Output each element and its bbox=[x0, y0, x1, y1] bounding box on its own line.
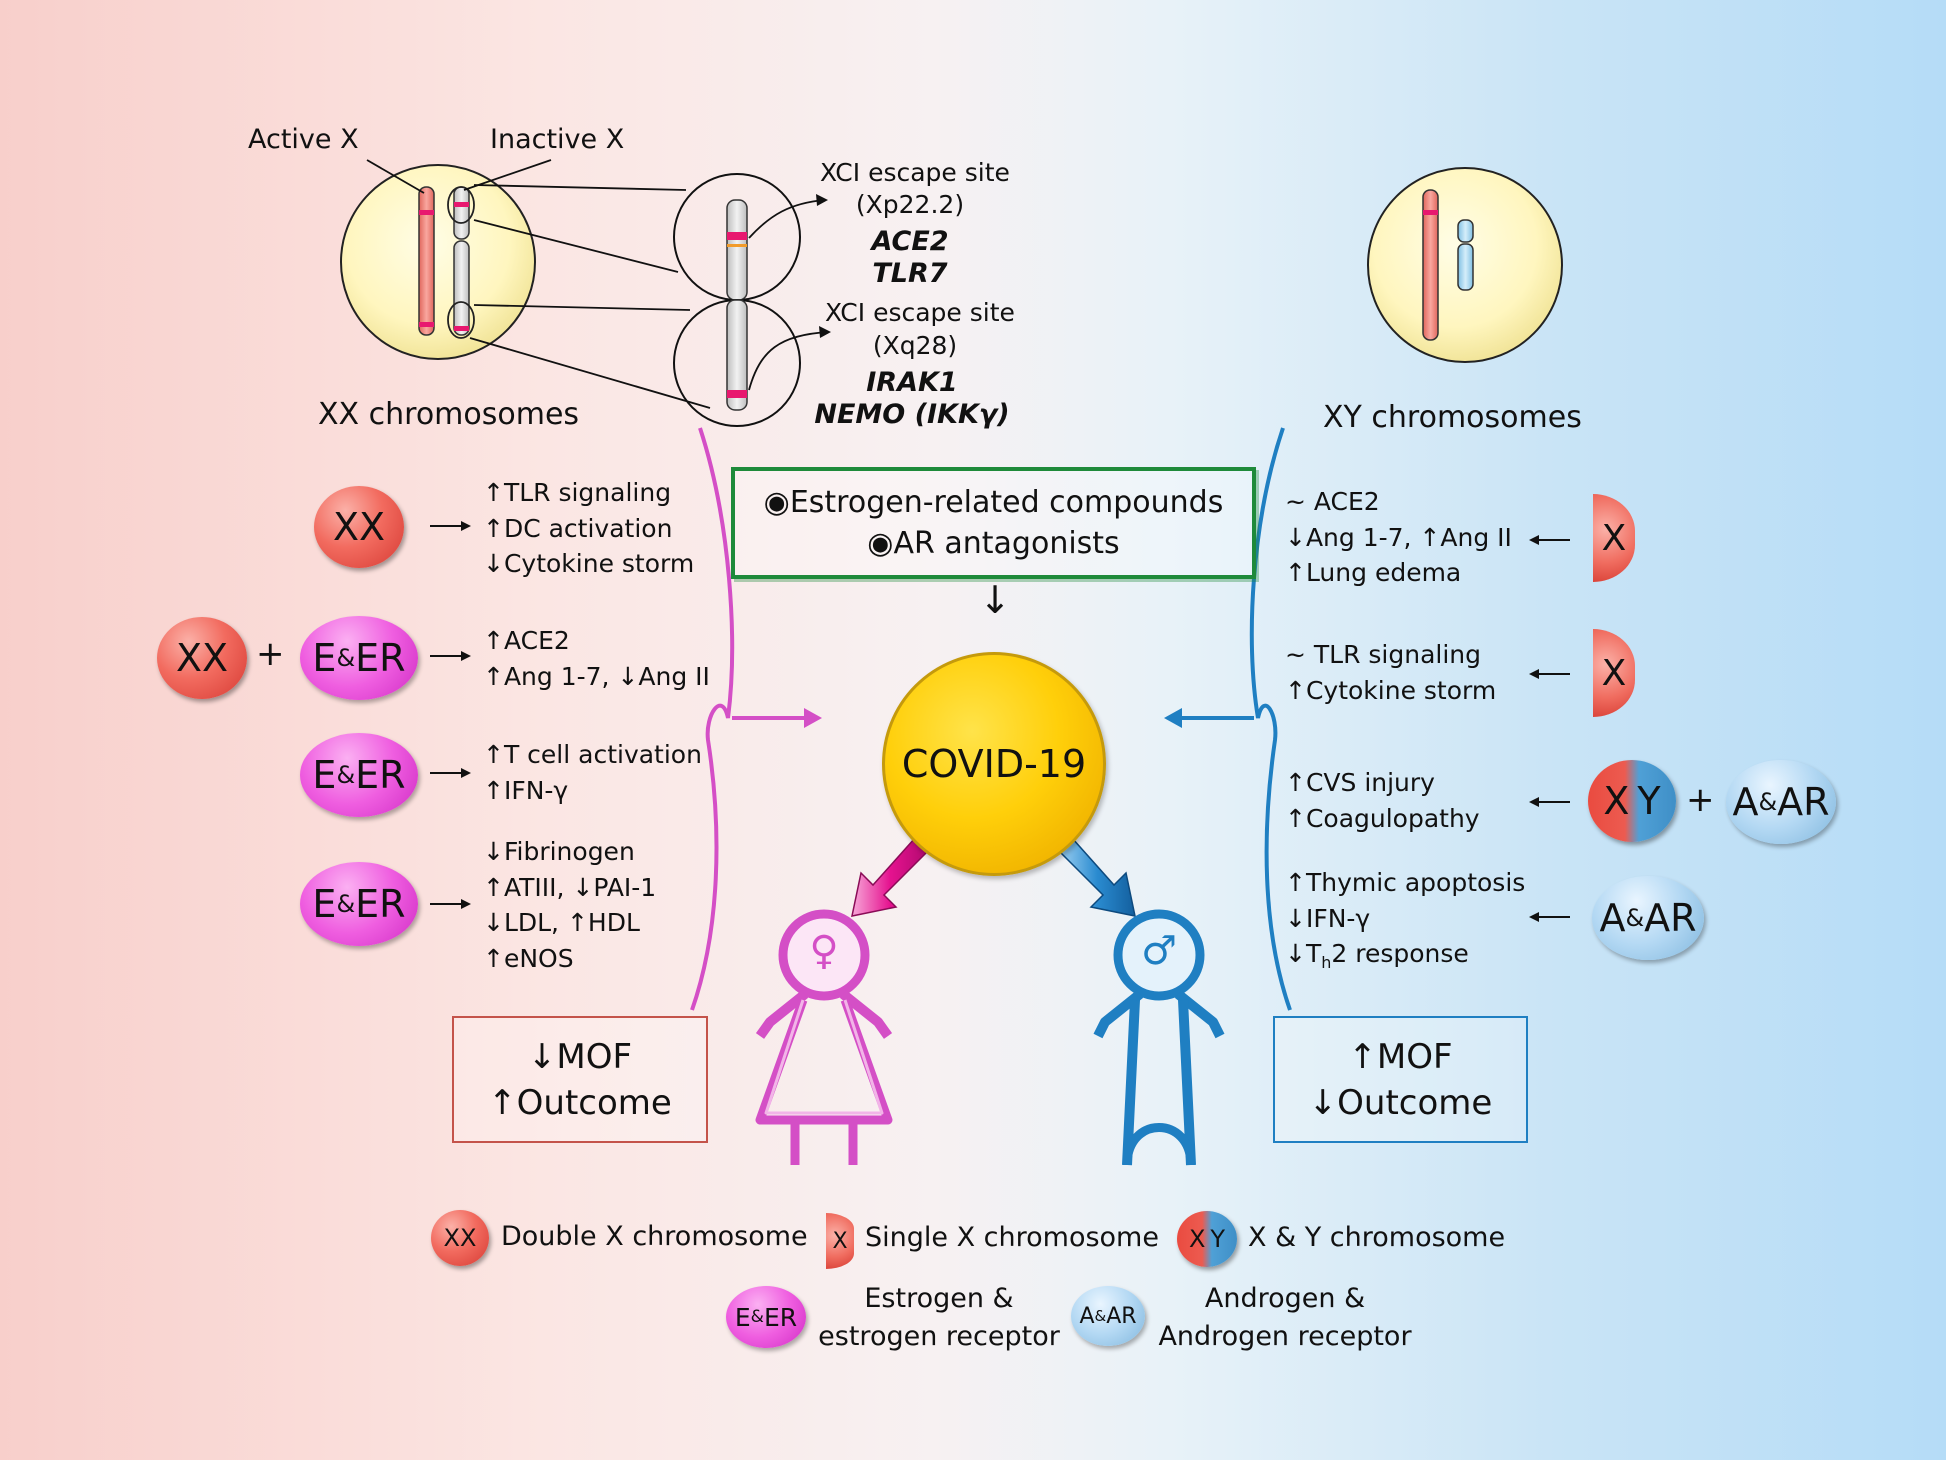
legend-double-x: Double X chromosome bbox=[501, 1221, 808, 1252]
gene-irak1: IRAK1 bbox=[866, 367, 958, 398]
aar-badge-1: A&AR bbox=[1726, 760, 1836, 844]
male-outcome: ↓Outcome bbox=[1308, 1082, 1493, 1123]
left-effect-4: ↓Fibrinogen↑ATIII, ↓PAI-1↓LDL, ↑HDL↑eNOS bbox=[483, 837, 657, 973]
aar-badge-2: A&AR bbox=[1592, 876, 1704, 960]
treatment-arrow: ↓ bbox=[979, 578, 1011, 622]
left-effect-1: ↑TLR signaling↑DC activation↓Cytokine st… bbox=[483, 478, 695, 578]
legend-androgen-line1: Androgen & bbox=[1204, 1283, 1366, 1314]
left-small-arrows bbox=[430, 521, 471, 909]
xx-badge-1: XX bbox=[314, 486, 404, 568]
xy-chromosomes-heading: XY chromosomes bbox=[1323, 400, 1582, 435]
gene-nemo: NEMO (IKKγ) bbox=[814, 399, 1010, 430]
legend-xx-badge: XX bbox=[431, 1210, 489, 1266]
zoom-xq28 bbox=[673, 299, 831, 427]
male-symbol: ♂ bbox=[1141, 928, 1177, 974]
xx-badge-2: XX bbox=[157, 617, 247, 699]
left-brace bbox=[690, 427, 735, 1011]
eer-badge-3: E&ER bbox=[300, 862, 418, 946]
treatment-estrogen: ◉Estrogen-related compounds bbox=[763, 485, 1224, 520]
right-effect-4: ↑Thymic apoptosis ↓IFN-γ ↓Th2 response bbox=[1285, 868, 1526, 972]
right-effect-1: ~ ACE2↓Ang 1-7, ↑Ang II↑Lung edema bbox=[1285, 487, 1512, 587]
legend-x-badge: X bbox=[826, 1213, 854, 1269]
right-effect-3: ↑CVS injury↑Coagulopathy bbox=[1285, 768, 1480, 833]
legend-androgen-line2: Androgen receptor bbox=[1158, 1321, 1412, 1352]
covid-19-label: COVID-19 bbox=[901, 742, 1087, 786]
legend-eer-badge: E&ER bbox=[726, 1286, 806, 1348]
arrow-to-female bbox=[851, 836, 930, 917]
treatment-box: ◉Estrogen-related compounds ◉AR antagoni… bbox=[731, 467, 1256, 579]
left-effect-2: ↑ACE2↑Ang 1-7, ↓Ang II bbox=[483, 626, 710, 691]
inactive-x-label: Inactive X bbox=[490, 124, 625, 155]
legend-estrogen-line1: Estrogen & bbox=[864, 1283, 1014, 1314]
female-mof: ↓MOF bbox=[527, 1036, 633, 1077]
gene-tlr7: TLR7 bbox=[872, 258, 948, 289]
arrow-to-male bbox=[1057, 836, 1136, 917]
female-outcome-box: ↓MOF ↑Outcome bbox=[452, 1016, 708, 1143]
male-outcome-box: ↑MOF ↓Outcome bbox=[1273, 1016, 1528, 1143]
escape-site-2-locus: (Xq28) bbox=[872, 331, 958, 360]
legend-xy: X & Y chromosome bbox=[1248, 1222, 1506, 1253]
right-effect-2: ~ TLR signaling↑Cytokine storm bbox=[1285, 640, 1497, 705]
left-effect-3: ↑T cell activation↑IFN-γ bbox=[483, 740, 702, 805]
legend-single-x: Single X chromosome bbox=[865, 1222, 1159, 1253]
eer-badge-2: E&ER bbox=[300, 733, 418, 817]
escape-site-1-title: XCI escape site bbox=[820, 158, 1010, 187]
plus-sign-left: + bbox=[256, 634, 285, 674]
eer-badge-1: E&ER bbox=[300, 616, 418, 700]
female-symbol: ♀ bbox=[809, 928, 839, 974]
legend-aar-badge: A&AR bbox=[1071, 1286, 1145, 1346]
legend-estrogen-line2: estrogen receptor bbox=[818, 1321, 1060, 1352]
treatment-ar-antagonists: ◉AR antagonists bbox=[867, 526, 1120, 561]
active-x-label: Active X bbox=[248, 124, 359, 155]
zoom-xp22 bbox=[673, 173, 828, 301]
xx-chromosomes-heading: XX chromosomes bbox=[318, 397, 580, 432]
female-figure bbox=[755, 909, 893, 1165]
male-mof: ↑MOF bbox=[1348, 1036, 1453, 1077]
xx-cell bbox=[340, 159, 711, 409]
right-small-arrows bbox=[1529, 535, 1570, 922]
plus-sign-right: + bbox=[1686, 780, 1715, 820]
female-outcome: ↑Outcome bbox=[488, 1082, 672, 1123]
escape-site-1-locus: (Xp22.2) bbox=[855, 190, 965, 219]
covid-19-circle: COVID-19 bbox=[882, 652, 1106, 876]
xy-cell bbox=[1367, 167, 1563, 363]
escape-site-2-title: XCI escape site bbox=[825, 298, 1015, 327]
gene-ace2: ACE2 bbox=[871, 226, 949, 257]
male-figure bbox=[1093, 909, 1225, 1166]
right-brace bbox=[1249, 427, 1292, 1011]
